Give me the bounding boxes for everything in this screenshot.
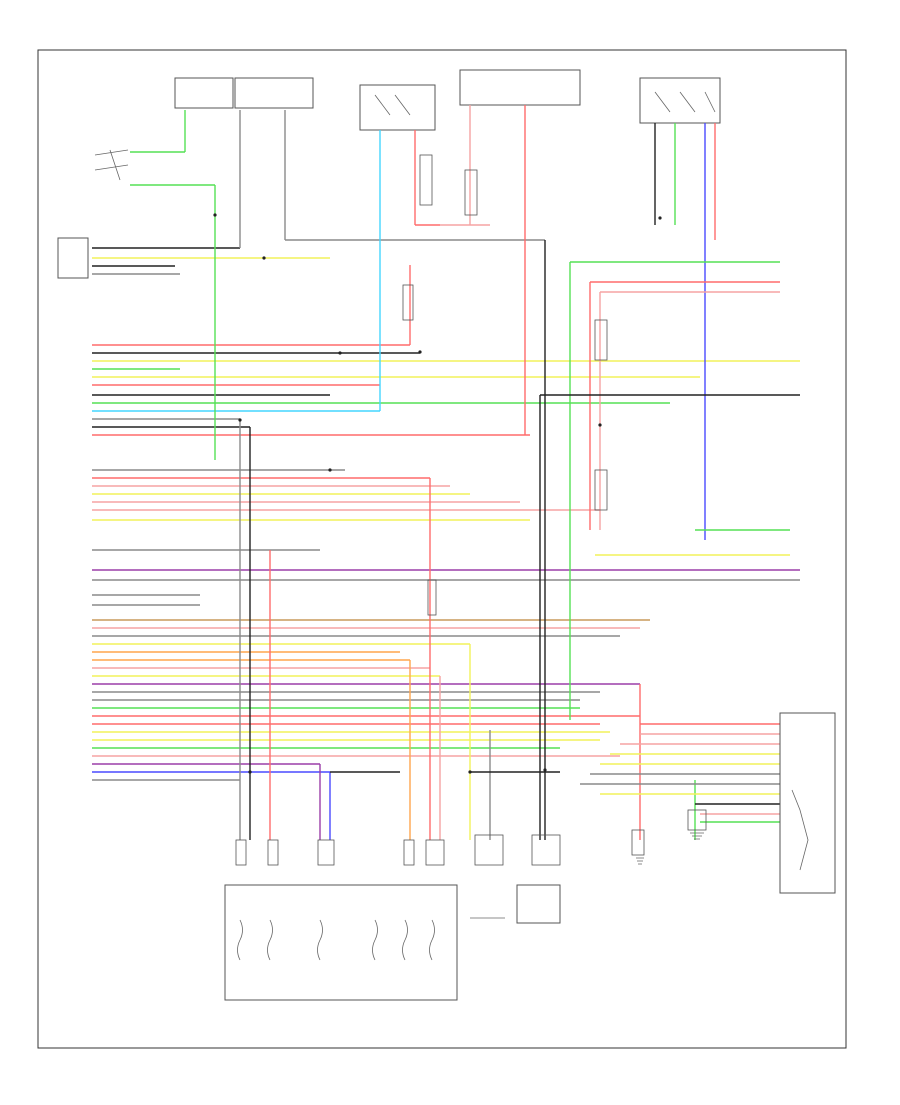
ac-solenoid-assembly-box	[224, 884, 458, 1001]
connector-13	[464, 169, 478, 216]
diagram-frame	[37, 49, 847, 1049]
range-switch-contacts	[791, 789, 809, 871]
connector-14	[402, 284, 414, 321]
brake-switch-symbol	[94, 149, 129, 181]
connector-8	[631, 829, 645, 856]
splice-dot	[213, 213, 217, 217]
vehicle-speed-sensor-box	[516, 884, 561, 924]
ground-icon-1	[636, 857, 644, 865]
connector-5	[425, 839, 445, 866]
solenoid-coils	[237, 919, 435, 961]
splice-dot	[238, 418, 242, 422]
solenoid-coil-5	[402, 919, 408, 961]
relay-contacts-left	[374, 94, 411, 116]
connector-15	[427, 579, 437, 616]
connector-1	[235, 839, 247, 866]
range-switch-box	[779, 712, 836, 894]
switch-box-left	[359, 84, 436, 131]
relay-contacts-right	[654, 91, 716, 113]
splice-dot	[418, 350, 422, 354]
solenoid-coil-1	[237, 919, 243, 961]
splice-dot	[328, 468, 332, 472]
ground-symbols	[636, 832, 704, 865]
tcm-wire-harness	[92, 247, 800, 781]
connector-2	[267, 839, 279, 866]
junction-box-center	[459, 69, 581, 106]
splice-dot	[248, 770, 252, 774]
splice-dot	[338, 351, 342, 355]
connector-segments	[235, 154, 707, 866]
splice-dot	[468, 770, 472, 774]
connector-6	[474, 834, 504, 866]
ecm-connector-block	[57, 237, 89, 279]
connector-11	[594, 469, 608, 511]
splice-dot	[262, 256, 266, 260]
connector-7	[531, 834, 561, 866]
vertical-wires	[130, 105, 800, 840]
connector-9	[687, 809, 707, 831]
splice-dot	[543, 768, 547, 772]
fuse-box-1	[174, 77, 234, 109]
solenoid-coil-2	[267, 919, 273, 961]
range-switch-wires	[330, 723, 780, 823]
solenoid-coil-4	[372, 919, 378, 961]
splice-dot	[658, 216, 662, 220]
ground-icon-2	[690, 832, 704, 840]
connector-12	[419, 154, 433, 206]
solenoid-coil-6	[429, 919, 435, 961]
connector-10	[594, 319, 608, 361]
switch-box-right	[639, 77, 721, 124]
connector-3	[317, 839, 335, 866]
connector-4	[403, 839, 415, 866]
splice-dot	[598, 423, 602, 427]
splice-dots	[213, 213, 662, 774]
solenoid-coil-3	[317, 919, 323, 961]
fuse-box-2	[234, 77, 314, 109]
